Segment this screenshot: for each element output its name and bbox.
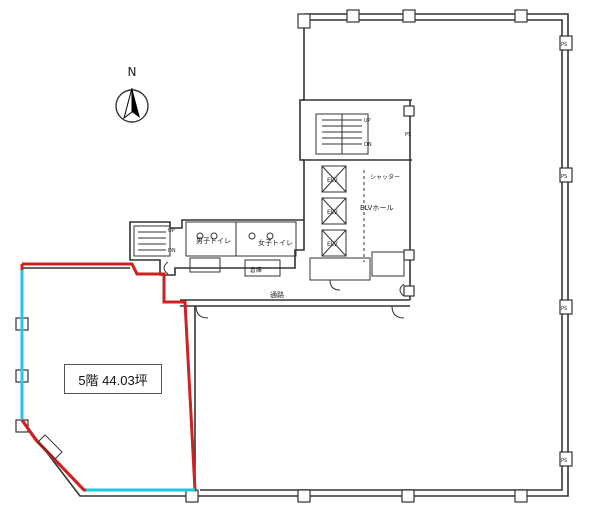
storage-label: 倉庫 xyxy=(250,266,262,274)
corridor-label: 通路 xyxy=(270,290,284,299)
shutter-label: シャッター xyxy=(370,173,400,181)
north-label: N xyxy=(128,65,137,79)
dn-label: DN xyxy=(168,248,176,254)
elevator-label: ELV xyxy=(327,241,338,248)
ps-label: PS xyxy=(561,174,567,180)
doors xyxy=(163,261,405,319)
unit-outline xyxy=(20,262,197,492)
diagonal-window xyxy=(37,434,63,460)
elevator-shafts xyxy=(321,165,365,262)
ps-label: PS xyxy=(561,42,567,48)
unit-label-box: 5階 44.03坪 xyxy=(64,364,162,394)
up-label: UP xyxy=(168,228,175,234)
core-rooms xyxy=(185,221,405,281)
stairs-west xyxy=(133,225,171,257)
womens-toilet-label: 女子トイレ xyxy=(258,238,293,247)
mens-toilet-label: 男子トイレ xyxy=(196,237,231,245)
ps-label: PS xyxy=(405,132,411,138)
elevator-hall-label: ELVホール xyxy=(360,204,393,212)
elevator-label: ELV xyxy=(327,209,338,216)
unit-label: 5階 44.03坪 xyxy=(78,372,148,388)
dn-label: DN xyxy=(364,142,372,148)
building-walls xyxy=(21,13,569,497)
north-arrow-icon xyxy=(115,87,149,123)
stairs-north xyxy=(315,113,369,155)
up-label: UP xyxy=(364,118,371,124)
ps-label: PS xyxy=(561,306,567,312)
ps-label: PS xyxy=(561,458,567,464)
elevator-label: ELV xyxy=(327,177,338,184)
